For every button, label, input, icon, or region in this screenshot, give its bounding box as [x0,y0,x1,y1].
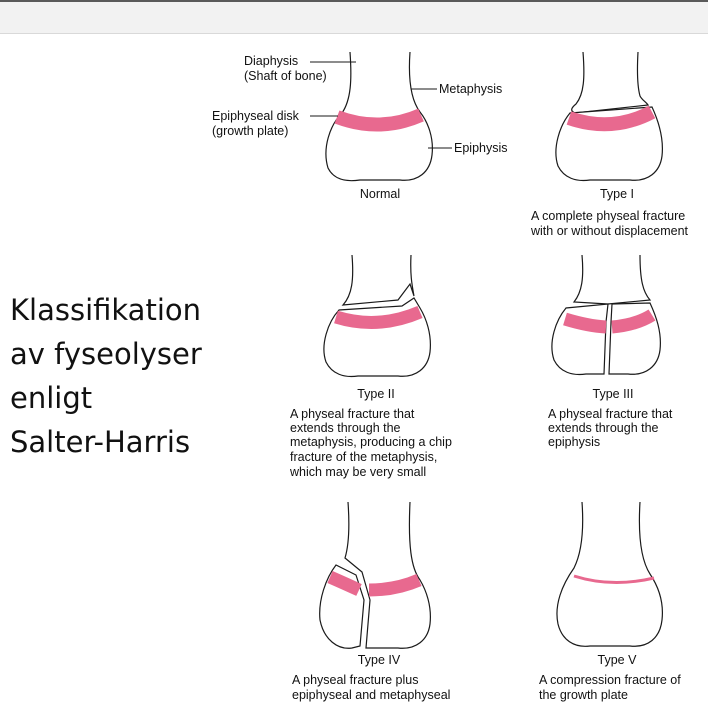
type2-growth-plate [334,305,423,329]
type4-growth-plate-left [327,571,362,596]
panel-type1-title: Type I [600,187,634,201]
label-epiphyseal-disk-1: Epiphyseal disk [212,109,300,123]
type3-desc-3: epiphysis [548,435,600,449]
type2-desc-5: which may be very small [289,465,426,479]
type4-shaft-and-right [344,501,431,649]
title-line-4: Salter-Harris [10,425,191,459]
type1-desc-2: with or without displacement [530,224,689,238]
panel-type-2: Type II A physeal fracture that extends … [289,254,452,479]
type2-shaft [341,254,415,306]
title-line-1: Klassifikation [10,293,201,327]
label-epiphyseal-disk-2: (growth plate) [212,124,288,138]
type2-desc-4: fracture of the metaphysis, [290,450,437,464]
type5-desc-2: the growth plate [539,688,628,702]
panel-type5-title: Type V [598,653,638,667]
title-line-3: enligt [10,381,93,415]
type1-shaft [571,51,650,114]
type3-desc-1: A physeal fracture that [548,407,673,421]
panel-type-1: Type I A complete physeal fracture with … [530,51,689,238]
label-epiphysis: Epiphysis [454,141,508,155]
type2-desc-1: A physeal fracture that [290,407,415,421]
type3-shaft [572,254,652,305]
type4-desc-2: epiphyseal and metaphyseal [292,688,450,702]
type2-desc-2: extends through the [290,421,401,435]
type3-desc-2: extends through the [548,421,659,435]
type3-left-fragment [551,303,609,376]
label-diaphysis-1: Diaphysis [244,54,298,68]
slide-title: Klassifikation av fyseolyser enligt Salt… [10,288,230,464]
panel-normal: Diaphysis (Shaft of bone) Epiphyseal dis… [212,51,508,201]
window-top-bar [0,0,708,34]
panel-type-3: Type III A physeal fracture that extends… [548,254,673,449]
normal-growth-plate [334,108,424,132]
type4-growth-plate-right [368,573,422,597]
type1-growth-plate [566,105,656,132]
type4-desc-1: A physeal fracture plus [292,673,418,687]
type2-desc-3: metaphysis, producing a chip [290,435,452,449]
type5-growth-plate [573,574,655,584]
label-diaphysis-2: (Shaft of bone) [244,69,327,83]
panel-type2-title: Type II [357,387,395,401]
type5-bone [556,501,663,647]
label-metaphysis: Metaphysis [439,82,502,96]
panel-normal-title: Normal [360,187,400,201]
type3-growth-plate-right [611,309,656,334]
title-line-2: av fyseolyser [10,337,202,371]
type3-right-fragment [608,302,661,375]
panel-type4-title: Type IV [358,653,401,667]
panel-type-4: Type IV A physeal fracture plus epiphyse… [292,501,450,702]
type5-desc-1: A compression fracture of [539,673,681,687]
type3-growth-plate-left [563,312,607,334]
panel-type-5: Type V A compression fracture of the gro… [539,501,681,702]
panel-type3-title: Type III [593,387,634,401]
type1-desc-1: A complete physeal fracture [531,209,685,223]
